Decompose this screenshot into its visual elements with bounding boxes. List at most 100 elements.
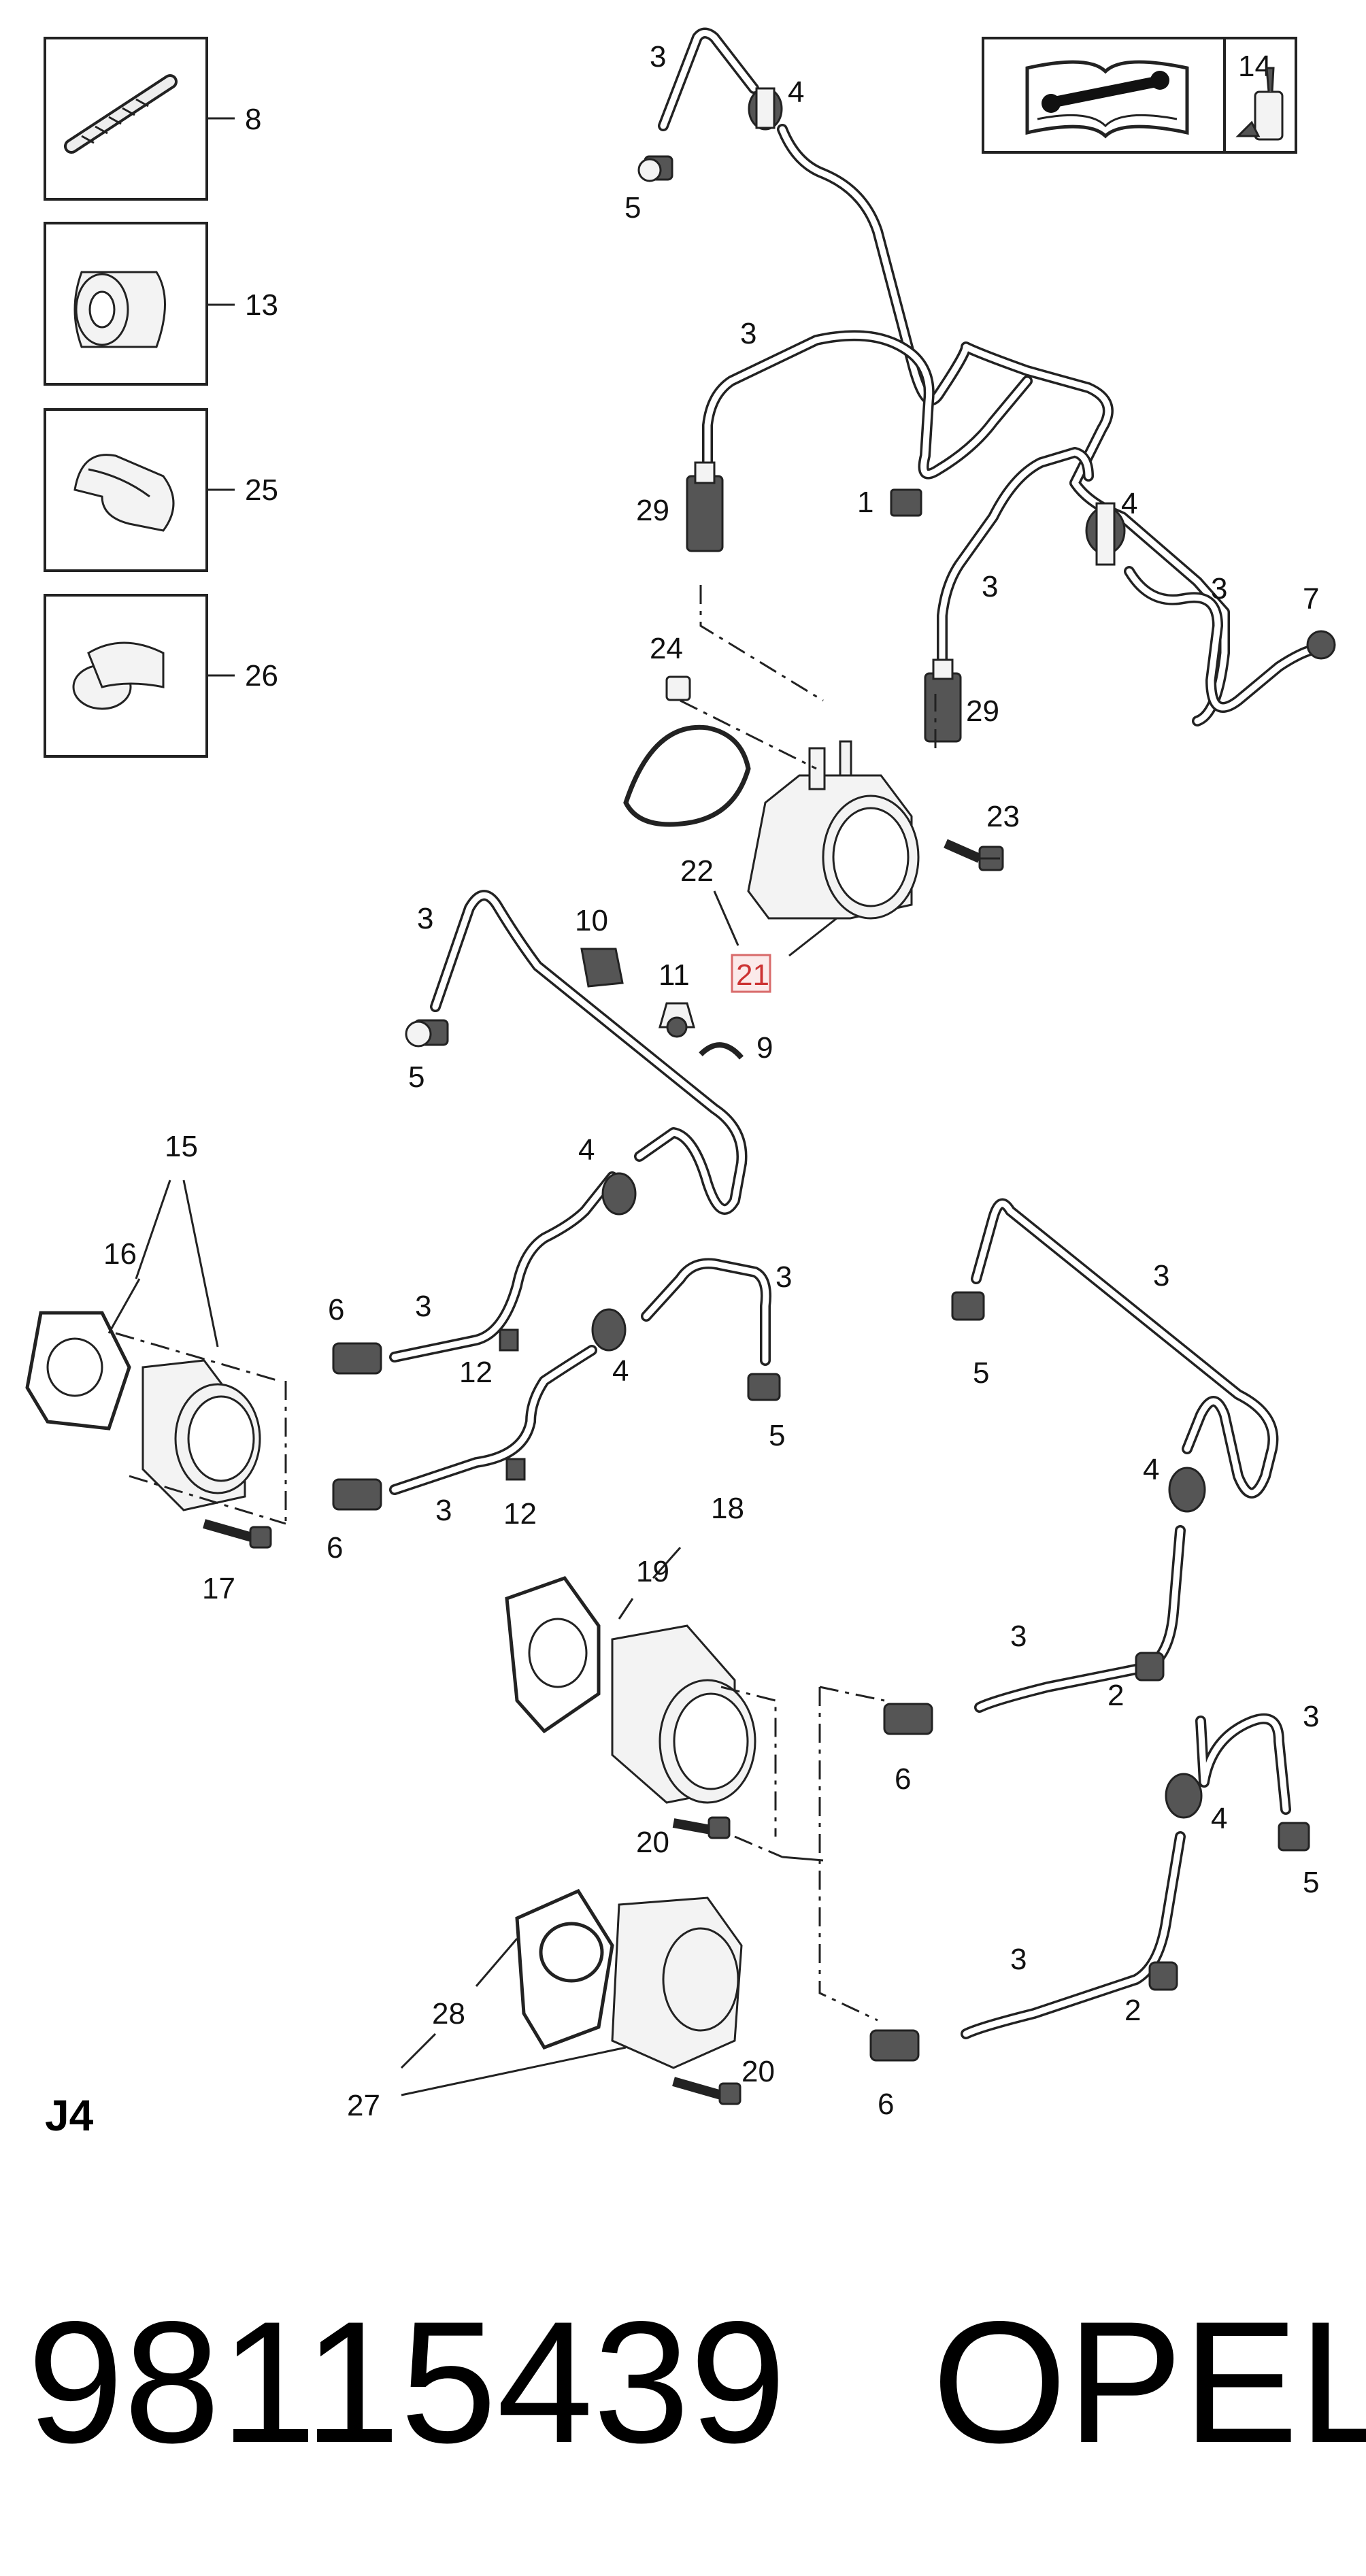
callout-5: 5 <box>1303 1866 1319 1899</box>
callout-23: 23 <box>986 800 1020 833</box>
check-valve-4-mid-a <box>601 1172 637 1216</box>
part-number: 98115439 <box>27 2286 786 2479</box>
side-icon-13[interactable]: 13 <box>44 222 278 386</box>
check-valve-4-mid-b <box>591 1308 627 1352</box>
callout-2: 2 <box>1125 1994 1141 2027</box>
leader-lines <box>107 585 1000 2096</box>
callout-19: 19 <box>636 1555 669 1588</box>
callout-11: 11 <box>659 958 690 992</box>
connector-6-d <box>869 2029 920 2062</box>
side-icon-26[interactable]: 26 <box>44 594 278 758</box>
sensor-29-right <box>924 658 962 743</box>
callout-3: 3 <box>435 1494 452 1527</box>
side-label-8: 8 <box>245 103 261 136</box>
callout-21: 21 <box>736 958 769 992</box>
sealant-tube-icon[interactable] <box>1235 67 1284 141</box>
callout-22: 22 <box>680 854 714 888</box>
sealant-label: 14 <box>1238 50 1271 83</box>
callout-5: 5 <box>624 191 641 224</box>
vacuum-hose-lines <box>389 27 1318 2039</box>
callout-1: 1 <box>857 486 873 519</box>
check-valve-4-right-a <box>1168 1467 1206 1513</box>
highlight-box <box>731 954 771 993</box>
grommet-11 <box>659 1002 695 1038</box>
callout-3: 3 <box>417 902 433 935</box>
callout-4: 4 <box>1121 487 1137 520</box>
brand-name: OPEL <box>932 2286 1366 2479</box>
elbow-connector-5-right <box>951 1291 985 1321</box>
callout-3: 3 <box>740 317 756 350</box>
callout-15: 15 <box>165 1130 198 1163</box>
plug-24 <box>665 675 691 701</box>
header-icon-box: 14 <box>982 37 1297 154</box>
elbow-connector-5-top <box>637 155 673 182</box>
clip-2-a <box>1135 1652 1165 1682</box>
clip-2-b <box>1148 1961 1178 1991</box>
bracket-10 <box>580 948 624 988</box>
check-valve-4-right <box>1085 502 1126 566</box>
side-icon-25[interactable]: 25 <box>44 408 278 572</box>
elbow-connector-5-mid <box>405 1019 449 1048</box>
callout-4: 4 <box>1143 1453 1159 1486</box>
callout-20: 20 <box>742 2055 775 2088</box>
check-valve-4-right-b <box>1165 1773 1203 1819</box>
service-manual-icon[interactable] <box>1025 60 1189 139</box>
callout-5: 5 <box>408 1060 424 1094</box>
callout-3: 3 <box>650 40 666 73</box>
callout-labels: 3 4 5 3 29 1 4 3 3 7 29 24 23 22 21 3 10… <box>103 40 1319 2122</box>
side-label-26: 26 <box>245 659 278 692</box>
callout-3: 3 <box>1153 1259 1169 1292</box>
connector-parts <box>332 87 1336 2062</box>
callout-12: 12 <box>503 1497 537 1530</box>
callout-18: 18 <box>711 1492 744 1525</box>
callout-4: 4 <box>1211 1802 1227 1835</box>
bolt-23 <box>944 839 1004 871</box>
callout-27: 27 <box>347 2089 380 2122</box>
clip-1 <box>890 488 922 517</box>
callout-29: 29 <box>636 494 669 527</box>
callout-4: 4 <box>578 1133 595 1167</box>
callout-3: 3 <box>776 1260 792 1294</box>
side-label-13: 13 <box>245 288 278 322</box>
elbow-connector-5-mid-right <box>747 1373 781 1401</box>
callout-5: 5 <box>973 1356 989 1390</box>
gasket-22 <box>623 724 751 827</box>
connector-6-c <box>883 1703 933 1735</box>
vacuum-pump-bottom[interactable] <box>515 1888 743 2105</box>
fitting-12-b <box>505 1458 526 1481</box>
callout-12: 12 <box>459 1356 493 1389</box>
callout-3: 3 <box>982 570 998 603</box>
callout-4: 4 <box>612 1354 629 1388</box>
vacuum-pump-middle[interactable] <box>505 1576 756 1839</box>
vacuum-pump-top[interactable] <box>747 740 920 920</box>
callout-3: 3 <box>1211 572 1227 605</box>
callout-6: 6 <box>878 2088 894 2121</box>
callout-3: 3 <box>1303 1700 1319 1733</box>
callout-10: 10 <box>575 904 608 937</box>
splined-sleeve-icon <box>73 271 166 348</box>
fitting-12-a <box>499 1328 519 1352</box>
callout-29: 29 <box>966 695 999 728</box>
callout-3: 3 <box>1010 1620 1027 1653</box>
callout-20: 20 <box>636 1826 669 1859</box>
callout-5: 5 <box>769 1419 785 1452</box>
callout-9: 9 <box>756 1031 773 1065</box>
vacuum-pump-left[interactable] <box>25 1311 272 1549</box>
callout-6: 6 <box>327 1531 343 1565</box>
diagram-code: J4 <box>45 2091 94 2140</box>
connector-6-b <box>332 1478 382 1511</box>
elbow-connector-5-right-b <box>1278 1822 1310 1852</box>
callout-2: 2 <box>1107 1679 1124 1712</box>
push-pin-fastener-icon <box>64 74 178 154</box>
callout-3: 3 <box>415 1290 431 1323</box>
callout-6: 6 <box>895 1762 911 1796</box>
callout-17: 17 <box>202 1572 235 1605</box>
end-fitting-7 <box>1306 630 1336 660</box>
callout-24: 24 <box>650 632 683 665</box>
callout-6: 6 <box>328 1293 344 1326</box>
side-label-25: 25 <box>245 473 278 507</box>
side-icon-8[interactable]: 8 <box>44 37 261 201</box>
sensor-29-left <box>686 461 724 552</box>
hose-clip-icon <box>73 454 175 532</box>
